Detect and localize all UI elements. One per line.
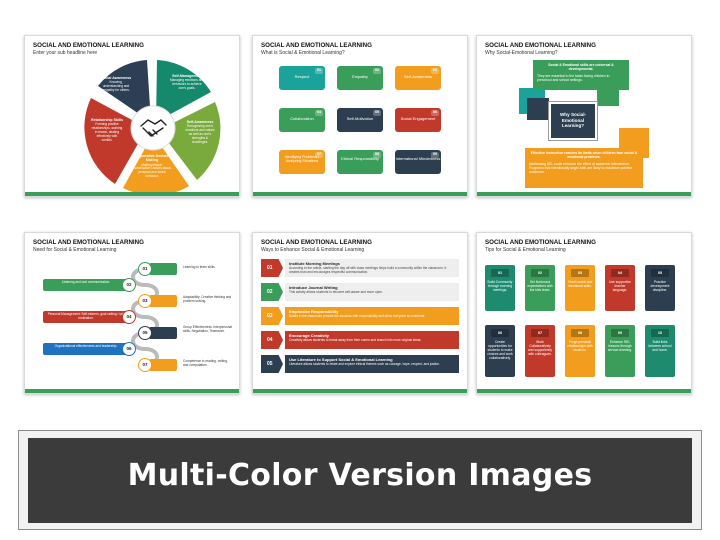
need-bar-03: [149, 295, 177, 307]
center-box: Why Social-Emotional Learning?: [551, 104, 595, 138]
handshake-icon: [140, 119, 167, 137]
need-bar-06: Organizational effectiveness and leaders…: [43, 343, 129, 355]
slide-thumbnail-1[interactable]: SOCIAL AND EMOTIONAL LEARNING Enter your…: [24, 35, 240, 197]
decor-square-navy: [527, 98, 549, 120]
slide-subtitle: Ways to Enhance Social & Emotional Learn…: [261, 247, 365, 253]
slide-subtitle: Tips for Social & Emotional Learning: [485, 247, 566, 253]
need-timeline-lines: [131, 267, 159, 367]
banner-title: Multi-Color Version Images: [127, 458, 593, 493]
need-number-06: 06: [122, 342, 136, 356]
slide-thumbnail-5[interactable]: SOCIAL AND EMOTIONAL LEARNING Ways to En…: [252, 232, 468, 394]
slide-subtitle: Why Social-Emotional Learning?: [485, 50, 558, 56]
need-text-01: Learning to learn skills.: [183, 265, 216, 269]
need-bar-01: [149, 263, 177, 275]
need-number-05: 05: [138, 326, 152, 340]
need-bar-02: Listening and oral communication.: [43, 279, 129, 291]
slide-subtitle: Need for Social & Emotional Learning: [33, 247, 117, 253]
slide-subtitle: What is Social & Emotional Learning?: [261, 50, 345, 56]
need-bar-04: Personal Management: Self-esteem, goal s…: [43, 311, 129, 323]
slide-title: SOCIAL AND EMOTIONAL LEARNING: [485, 239, 596, 246]
need-number-07: 07: [138, 358, 152, 372]
slide-thumbnail-4[interactable]: SOCIAL AND EMOTIONAL LEARNING Need for S…: [24, 232, 240, 394]
need-bar-05: [149, 327, 177, 339]
wheel-segment-self-management: [156, 60, 211, 122]
slide-title: SOCIAL AND EMOTIONAL LEARNING: [261, 239, 372, 246]
wheel-segment-social-awareness: [98, 60, 151, 122]
banner: Multi-Color Version Images: [28, 438, 692, 523]
need-number-03: 03: [138, 294, 152, 308]
need-number-04: 04: [122, 310, 136, 324]
wheel-segment-decision-making: [123, 134, 189, 196]
need-text-03: Adaptability: Creative thinking and prob…: [183, 295, 232, 303]
slide-title: SOCIAL AND EMOTIONAL LEARNING: [261, 42, 372, 49]
wheel-segment-self-awareness: [159, 102, 221, 180]
slide-title: SOCIAL AND EMOTIONAL LEARNING: [33, 42, 144, 49]
slide-thumbnail-2[interactable]: SOCIAL AND EMOTIONAL LEARNING What is So…: [252, 35, 468, 197]
slide-subtitle: Enter your sub headline here: [33, 50, 98, 56]
need-bar-07: [149, 359, 177, 371]
slide-thumbnail-3[interactable]: SOCIAL AND EMOTIONAL LEARNING Why Social…: [476, 35, 692, 197]
slide-title: SOCIAL AND EMOTIONAL LEARNING: [33, 239, 144, 246]
info-box-top: Social & Emotional skills are universal …: [533, 60, 629, 90]
need-text-07: Competence in reading, writing, and comp…: [183, 359, 228, 367]
need-number-01: 01: [138, 262, 152, 276]
info-box-bottom: Effective instruction reaches its limits…: [525, 148, 643, 188]
need-text-05: Group Effectiveness: Interpersonal skill…: [183, 325, 233, 333]
slide-title: SOCIAL AND EMOTIONAL LEARNING: [485, 42, 596, 49]
wheel-segment-relationship-skills: [84, 98, 147, 184]
sel-wheel-diagram: [84, 60, 221, 196]
need-number-02: 02: [122, 278, 136, 292]
slide-thumbnail-6[interactable]: SOCIAL AND EMOTIONAL LEARNING Tips for S…: [476, 232, 692, 394]
